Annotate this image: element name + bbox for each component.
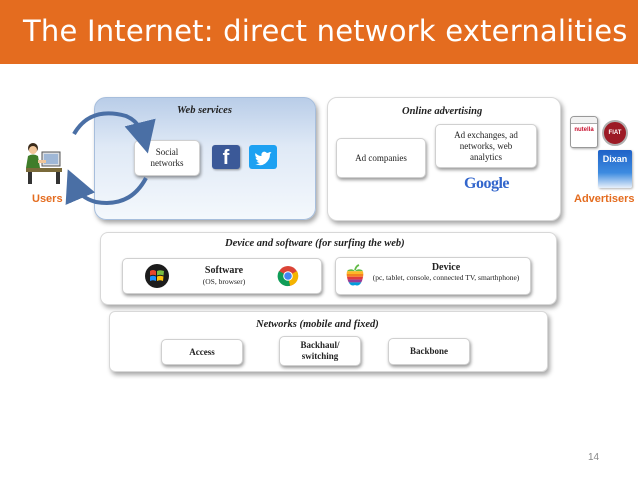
device-sub: (pc, tablet, console, connected TV, smar… — [372, 273, 520, 282]
dixan-text: Dixan — [602, 154, 628, 164]
page-number: 14 — [588, 452, 600, 463]
nutella-jar-icon: nutella — [570, 116, 598, 148]
device-label: Device — [431, 262, 461, 273]
device-box[interactable]: Device (pc, tablet, console, connected T… — [335, 257, 531, 295]
backbone-label: Backbone — [409, 346, 448, 356]
nutella-text: nutella — [574, 127, 594, 133]
facebook-letter: f — [222, 147, 230, 169]
backhaul-label: Backhaul/ switching — [300, 340, 340, 361]
networks-title: Networks (mobile and fixed) — [256, 319, 379, 330]
users-label: Users — [32, 193, 63, 205]
ad-exchanges-label: Ad exchanges, ad networks, web analytics — [454, 129, 518, 162]
facebook-icon: f — [212, 145, 240, 169]
dixan-box-icon: Dixan — [598, 150, 632, 188]
twitter-icon — [249, 145, 277, 169]
web-services-title: Web services — [177, 105, 232, 116]
online-advertising-title: Online advertising — [402, 106, 483, 117]
slide-title: The Internet: direct network externaliti… — [23, 14, 628, 48]
windows-logo-icon — [145, 264, 169, 288]
backhaul-box[interactable]: Backhaul/ switching — [279, 336, 361, 366]
user-at-computer-icon — [26, 143, 62, 184]
software-label: Software — [204, 265, 244, 276]
social-networks-label: Social networks — [150, 147, 184, 168]
title-bar: The Internet: direct network externaliti… — [0, 0, 638, 64]
circular-arrows-icon — [65, 111, 156, 206]
access-label: Access — [189, 346, 215, 357]
software-sub: (OS, browser) — [202, 277, 246, 286]
google-logo: Google — [464, 175, 510, 193]
chrome-logo-icon — [277, 266, 299, 287]
ad-exchanges-box[interactable]: Ad exchanges, ad networks, web analytics — [435, 124, 537, 168]
backbone-box[interactable]: Backbone — [388, 338, 470, 365]
apple-logo-icon — [346, 264, 364, 286]
ad-companies-box[interactable]: Ad companies — [336, 138, 426, 178]
ad-companies-label: Ad companies — [355, 152, 407, 163]
fiat-logo-icon: FIAT — [602, 120, 628, 146]
fiat-text: FIAT — [608, 130, 622, 136]
advertisers-label: Advertisers — [574, 193, 635, 205]
device-software-title: Device and software (for surfing the web… — [225, 238, 405, 249]
google-logo-text: Google — [464, 175, 510, 192]
access-box[interactable]: Access — [161, 339, 243, 365]
